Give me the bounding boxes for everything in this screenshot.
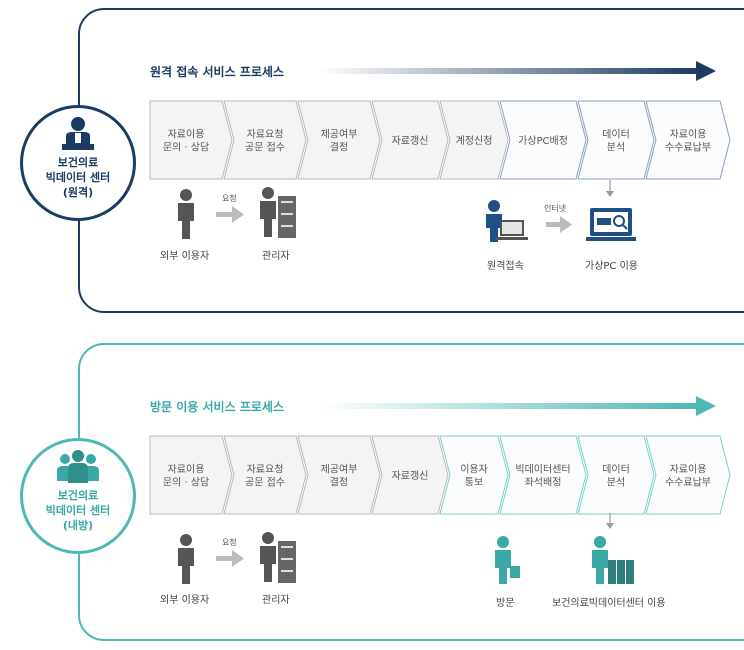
group-people-icon xyxy=(57,450,99,483)
visit-step-1-label: 문의 · 상담 xyxy=(163,477,209,489)
remote-step-3-label: 결정 xyxy=(330,142,348,154)
internet-label: 인터넷 xyxy=(544,204,567,213)
external-user-icon xyxy=(178,189,194,239)
visit-manager-label: 관리자 xyxy=(262,595,290,606)
remote-step-1 xyxy=(149,100,233,180)
remote-step-5 xyxy=(439,100,509,180)
visit-request-arrow xyxy=(216,550,244,567)
remote-down-arrow xyxy=(606,191,614,197)
remote-step-2-label: 공문 접수 xyxy=(245,142,285,154)
remote-request-label: 요청 xyxy=(222,194,237,203)
remote-step-7 xyxy=(577,100,655,180)
remote-step-1-label: 문의 · 상담 xyxy=(163,142,209,154)
visit-process-arrow xyxy=(320,403,698,409)
remote-step-8-label: 자료이용 xyxy=(670,129,707,141)
remote-manager-label: 관리자 xyxy=(262,251,290,262)
visit-step-5-label: 이용자 xyxy=(460,464,488,476)
doctor-desk-icon xyxy=(62,117,94,150)
visit-label: 방문 xyxy=(496,598,515,609)
remote-process-arrow xyxy=(320,68,698,74)
remote-step-7-label: 분석 xyxy=(607,142,625,154)
visit-step-7 xyxy=(577,435,655,515)
visit-step-8-label: 수수료납부 xyxy=(665,477,711,489)
visit-step-6-label: 빅데이터센터 xyxy=(515,464,570,476)
remote-center-label: 보건의료 빅데이터 센터 (원격) xyxy=(45,156,111,199)
visit-step-1-label: 자료이용 xyxy=(168,464,205,476)
remote-step-2-label: 자료요청 xyxy=(247,129,284,141)
remote-center-badge: 보건의료 빅데이터 센터 (원격) xyxy=(20,105,136,221)
remote-arrow-head xyxy=(696,61,716,81)
remote-step-3-label: 제공여부 xyxy=(321,129,358,141)
remote-step-6 xyxy=(499,100,587,180)
visit-step-5 xyxy=(439,435,509,515)
manager-icon xyxy=(260,187,296,238)
remote-step-3 xyxy=(297,100,381,180)
visit-request-label: 요청 xyxy=(222,538,237,547)
virtual-pc-use-label: 가상PC 이용 xyxy=(585,261,638,272)
visit-step-4-label: 자료갱신 xyxy=(392,470,429,482)
visit-step-1 xyxy=(149,435,233,515)
remote-request-arrow xyxy=(216,206,244,223)
remote-step-2 xyxy=(223,100,307,180)
remote-access-label: 원격접속 xyxy=(487,261,524,272)
visit-step-2-label: 공문 접수 xyxy=(245,477,285,489)
center-use-label: 보건의료빅데이터센터 이용 xyxy=(552,598,666,609)
visit-step-3-label: 제공여부 xyxy=(321,464,358,476)
visit-external-user-icon xyxy=(178,534,194,584)
remote-step-5-label: 계정신청 xyxy=(456,135,493,147)
visit-step-4 xyxy=(371,435,449,515)
remote-step-6-label: 가상PC배정 xyxy=(518,135,568,147)
visit-center-label: 보건의료 빅데이터 센터 (내방) xyxy=(45,489,111,532)
visit-step-2 xyxy=(223,435,307,515)
visit-process-title: 방문 이용 서비스 프로세스 xyxy=(150,400,284,414)
visit-step-6 xyxy=(499,435,587,515)
remote-external-user-label: 외부 이용자 xyxy=(160,251,210,262)
visit-step-2-label: 자료요청 xyxy=(247,464,284,476)
remote-step-4 xyxy=(371,100,449,180)
remote-step-1-label: 자료이용 xyxy=(168,129,205,141)
visit-step-8 xyxy=(645,435,731,515)
remote-step-8-label: 수수료납부 xyxy=(665,142,711,154)
visit-external-user-label: 외부 이용자 xyxy=(160,595,210,606)
remote-step-7-label: 데이터 xyxy=(602,129,630,141)
visit-step-7-label: 데이터 xyxy=(602,464,630,476)
visit-step-5-label: 통보 xyxy=(465,477,483,489)
visit-arrow-head xyxy=(696,396,716,416)
visit-step-3-label: 결정 xyxy=(330,477,348,489)
visitor-icon xyxy=(495,536,520,584)
center-use-icon xyxy=(592,536,634,584)
visit-down-arrow xyxy=(606,523,614,529)
visit-step-6-label: 좌석배정 xyxy=(525,477,562,489)
internet-arrow xyxy=(546,216,572,233)
visit-center-badge: 보건의료 빅데이터 센터 (내방) xyxy=(20,438,136,554)
remote-step-4-label: 자료갱신 xyxy=(392,135,429,147)
remote-step-8 xyxy=(645,100,731,180)
remote-process-title: 원격 접속 서비스 프로세스 xyxy=(150,65,284,79)
visit-step-7-label: 분석 xyxy=(607,477,625,489)
visit-manager-icon xyxy=(260,532,296,583)
remote-access-icon xyxy=(486,200,528,242)
virtual-pc-icon xyxy=(586,208,636,241)
visit-step-8-label: 자료이용 xyxy=(670,464,707,476)
visit-step-3 xyxy=(297,435,381,515)
